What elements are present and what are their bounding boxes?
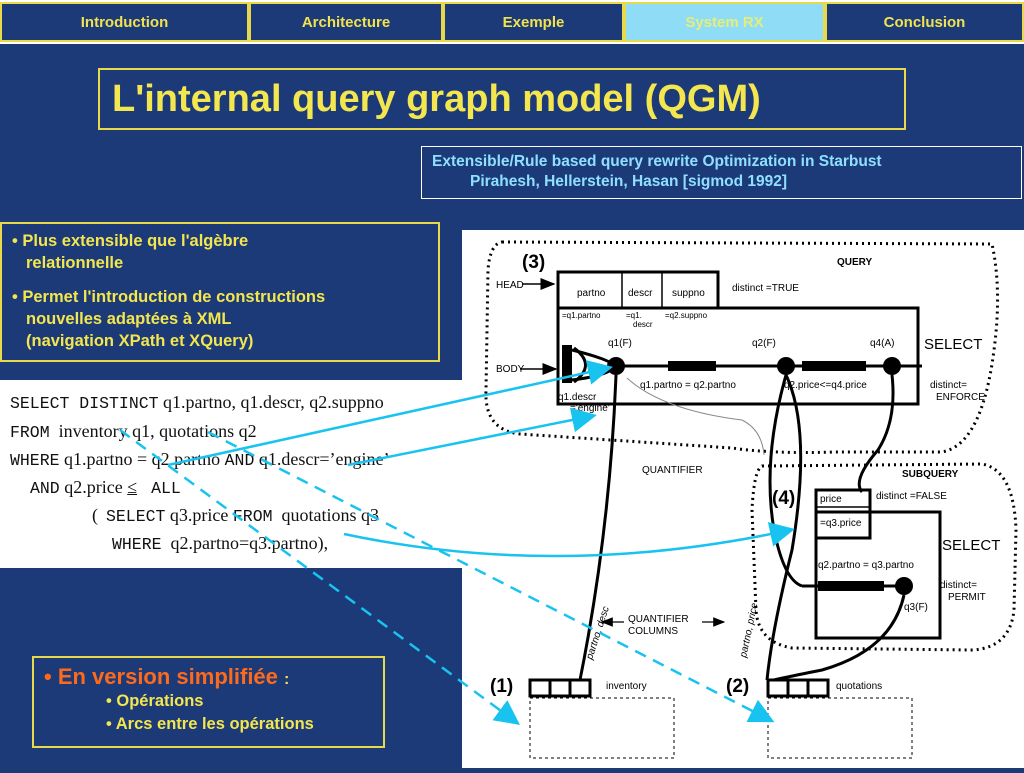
reference-line-1: Extensible/Rule based query rewrite Opti… (432, 153, 882, 170)
quotations-table (766, 678, 830, 698)
head-val: =q1.partno (562, 311, 601, 320)
tab-exemple[interactable]: Exemple (443, 2, 624, 42)
select-box (556, 306, 920, 406)
select-label: SELECT (924, 336, 982, 353)
head-col-partno: partno (577, 288, 606, 299)
slide-title: L'internal query graph model (QGM) (112, 77, 761, 120)
tab-introduction[interactable]: Introduction (0, 2, 249, 42)
qgm-diagram-svg: QUERY (3) HEAD BODY partno descr suppno … (484, 240, 1018, 759)
sub-select-label: SELECT (942, 537, 1000, 554)
subquery-select-box (814, 510, 942, 640)
sql-line: FROM inventory q1, quotations q2 (10, 421, 257, 442)
reference-box: Extensible/Rule based query rewrite Opti… (421, 146, 1022, 199)
distinct-true: distinct =TRUE (732, 283, 799, 294)
quotations-label: quotations (836, 681, 882, 692)
tab-architecture[interactable]: Architecture (249, 2, 443, 42)
quotations-op (767, 697, 913, 759)
q4-label: q4(A) (870, 338, 894, 349)
distinct-false: distinct =FALSE (876, 491, 947, 502)
sql-query-panel: SELECT DISTINCT q1.partno, q1.descr, q2.… (0, 380, 462, 568)
query-label: QUERY (837, 257, 873, 268)
distinct-permit: PERMIT (948, 592, 986, 603)
descr-pred: ='engine' (570, 403, 610, 414)
head-label: HEAD (496, 280, 524, 291)
distinct-enforce: ENFORCE (936, 392, 985, 403)
head-val: descr (633, 320, 653, 329)
simplified-item: • Opérations (106, 692, 204, 710)
descr-pred: q1.descr (558, 392, 597, 403)
tab-conclusion[interactable]: Conclusion (825, 2, 1024, 42)
simplified-box: • En version simplifiée : • Opérations •… (32, 656, 385, 748)
q2-label: q2(F) (752, 338, 776, 349)
head-val: =q1. (626, 311, 642, 320)
reference-line-2: Pirahesh, Hellerstein, Hasan [sigmod 199… (470, 173, 788, 190)
pred-partno: q1.partno = q2.partno (640, 380, 736, 391)
simplified-item: • Arcs entre les opérations (106, 715, 314, 733)
q1-node (607, 357, 625, 375)
head-col-descr: descr (628, 288, 653, 299)
q4-node (883, 357, 901, 375)
tab-system-rx[interactable]: System RX (624, 2, 825, 42)
q1-label: q1(F) (608, 338, 632, 349)
bullet-item: • Permet l'introduction de constructions… (12, 288, 326, 350)
edge2-label: partno, price (738, 602, 761, 660)
subquery-label: SUBQUERY (902, 469, 959, 480)
quant-cols: QUANTIFIER (628, 614, 689, 625)
diagram-num-1: (1) (490, 676, 513, 697)
qgm-diagram: QUERY (3) HEAD BODY partno descr suppno … (462, 230, 1024, 768)
pred-price: q2.price<=q4.price (784, 380, 867, 391)
quantifier-label: QUANTIFIER (642, 465, 703, 476)
query-region (484, 240, 1000, 454)
sql-line: SELECT DISTINCT q1.partno, q1.descr, q2.… (10, 392, 384, 413)
diagram-num-2: (2) (726, 676, 749, 697)
sub-val: =q3.price (820, 518, 862, 529)
inventory-op (529, 697, 675, 759)
inventory-table (528, 678, 592, 698)
sql-line: WHERE q1.partno = q2.partno AND q1.descr… (10, 449, 390, 470)
slide-title-box: L'internal query graph model (QGM) (98, 68, 906, 130)
q3-label: q3(F) (904, 602, 928, 613)
diagram-num-4: (4) (772, 488, 795, 509)
inventory-label: inventory (606, 681, 647, 692)
head-val: =q2.suppno (665, 311, 708, 320)
distinct-enforce: distinct= (930, 380, 967, 391)
quant-cols: COLUMNS (628, 626, 678, 637)
sql-line: (SELECT q3.price FROM quotations q3 (92, 505, 380, 526)
edge-q2-quotations (765, 374, 803, 681)
top-navigation: Introduction Architecture Exemple System… (0, 0, 1024, 44)
q3-node (895, 577, 913, 595)
head-col-suppno: suppno (672, 288, 705, 299)
distinct-permit: distinct= (940, 580, 977, 591)
q2-node (777, 357, 795, 375)
simplified-title: • En version simplifiée : (44, 664, 290, 689)
sql-line: AND q2.price ≤ALL (30, 477, 181, 498)
sql-line: WHERE q2.partno=q3.partno), (112, 533, 329, 554)
sub-pred: q2.partno = q3.partno (818, 560, 914, 571)
diagram-num-3: (3) (522, 252, 545, 273)
sub-head-price: price (820, 494, 842, 505)
